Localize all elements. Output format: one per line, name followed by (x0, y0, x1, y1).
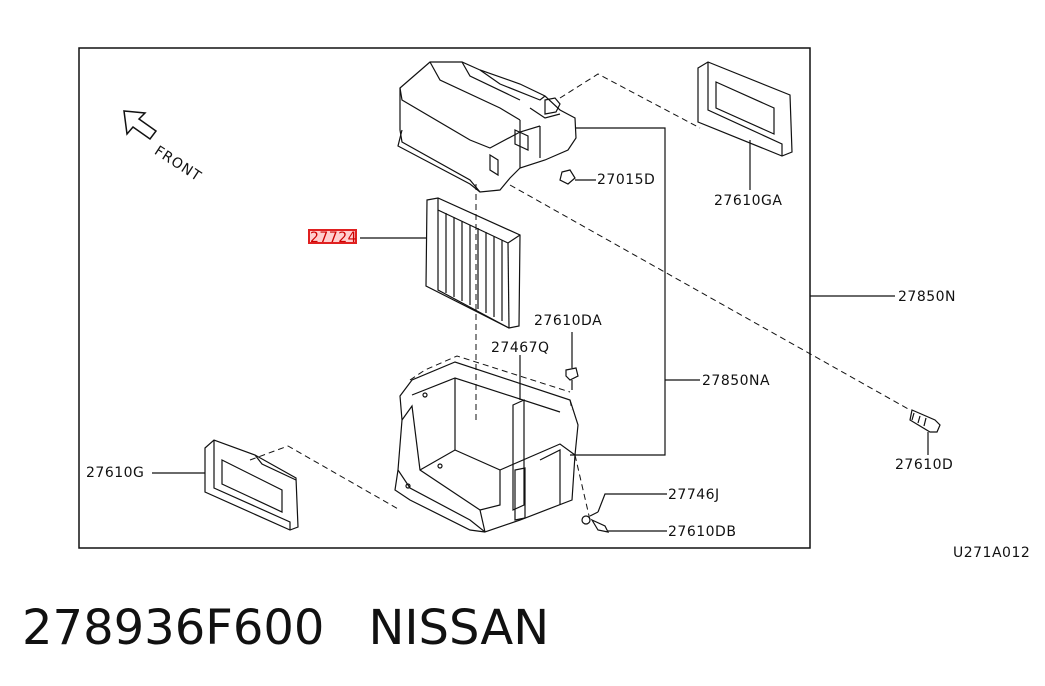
diagram-frame (78, 47, 811, 549)
duct-27610G (204, 439, 299, 531)
label-27724[interactable]: 27724 (310, 230, 358, 246)
footer-part-number: 278936F600 (22, 600, 325, 656)
reference-code: U271A012 (953, 545, 1031, 561)
screw-27610DA (565, 367, 579, 390)
clip-27015D (559, 169, 576, 185)
label-27610DB[interactable]: 27610DB (668, 524, 737, 540)
bolt-27610D (909, 409, 941, 433)
label-27746J[interactable]: 27746J (668, 487, 720, 503)
label-27850N[interactable]: 27850N (898, 289, 957, 305)
upper-housing (397, 61, 577, 193)
footer-brand: NISSAN (368, 600, 550, 656)
label-27610DA[interactable]: 27610DA (534, 313, 603, 329)
front-arrow-icon (123, 110, 158, 141)
label-27850NA[interactable]: 27850NA (702, 373, 771, 389)
duct-27610GA (697, 61, 793, 157)
label-27610D[interactable]: 27610D (895, 457, 954, 473)
label-27467Q[interactable]: 27467Q (491, 340, 550, 356)
label-27015D[interactable]: 27015D (597, 172, 656, 188)
label-27610G[interactable]: 27610G (86, 465, 145, 481)
footer-caption: 278936F600 NISSAN (22, 598, 549, 658)
screw-27610DB (590, 518, 610, 533)
lower-housing (394, 361, 579, 533)
label-27610GA[interactable]: 27610GA (714, 193, 783, 209)
filter-27724 (425, 197, 521, 329)
fastener-27746J (581, 511, 599, 525)
highlight-box (308, 229, 357, 244)
